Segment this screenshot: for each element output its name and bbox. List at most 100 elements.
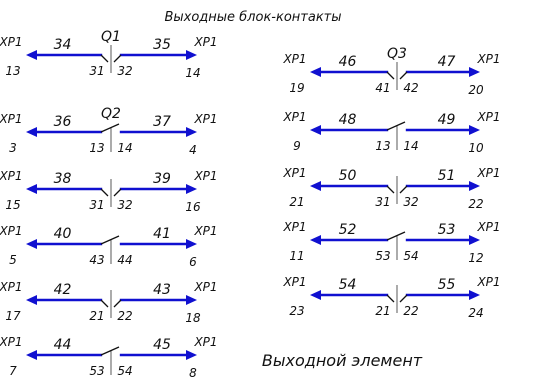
- left-arrow: [26, 239, 37, 249]
- terminal-label-left: XP1: [0, 169, 23, 183]
- contact-symbol: [100, 123, 120, 133]
- pin-number-left: 23: [289, 304, 304, 318]
- contact-terminal-right: 14: [117, 141, 132, 155]
- contact-terminal-left: 53: [89, 364, 104, 378]
- left-arrow: [26, 295, 37, 305]
- terminal-label-right: XP1: [476, 110, 500, 124]
- contact-symbol: [100, 235, 120, 245]
- contact-terminal-left: 41: [375, 81, 390, 95]
- terminal-label-right: XP1: [193, 280, 217, 294]
- pin-number-left: 7: [9, 364, 17, 378]
- left-arrow: [310, 235, 321, 245]
- contact-terminal-right: 22: [403, 304, 418, 318]
- pin-number-right: 10: [468, 141, 484, 155]
- contact-terminal-right: 32: [117, 64, 132, 78]
- contact-terminal-right: 42: [403, 81, 418, 95]
- contact-symbol: [100, 188, 122, 197]
- terminal-label-right: XP1: [193, 35, 217, 49]
- pin-number-right: 6: [189, 255, 197, 269]
- right-arrow: [186, 295, 197, 305]
- contact-terminal-left: 21: [89, 309, 104, 323]
- wire-number-right: 53: [438, 222, 456, 238]
- right-arrow: [186, 239, 197, 249]
- pin-number-right: 24: [468, 306, 483, 320]
- terminal-label-left: XP1: [0, 335, 23, 349]
- wire-number-right: 51: [438, 168, 456, 184]
- contact-symbol: [386, 294, 408, 303]
- contact-terminal-right: 32: [117, 198, 132, 212]
- pin-number-left: 11: [289, 249, 304, 263]
- terminal-label-left: XP1: [282, 166, 306, 180]
- right-arrow: [469, 290, 480, 300]
- contact-terminal-left: 13: [375, 139, 390, 153]
- wire-number-right: 55: [438, 277, 456, 293]
- left-arrow: [26, 184, 37, 194]
- pin-number-right: 20: [468, 83, 484, 97]
- pin-number-left: 17: [5, 309, 21, 323]
- pin-number-left: 15: [5, 198, 20, 212]
- terminal-label-right: XP1: [476, 275, 500, 289]
- wire-number-right: 35: [153, 37, 171, 53]
- contact-symbol: [386, 71, 408, 80]
- right-arrow: [186, 184, 197, 194]
- header-title: Выходные блок-контакты: [164, 10, 341, 25]
- pin-number-right: 22: [468, 197, 483, 211]
- wire-number-left: 44: [54, 337, 72, 353]
- contact-terminal-right: 54: [403, 249, 418, 263]
- pin-number-left: 5: [9, 253, 17, 267]
- terminal-label-left: XP1: [0, 112, 23, 126]
- contact-symbol: [386, 121, 406, 131]
- contact-terminal-left: 31: [89, 198, 104, 212]
- right-arrow: [469, 181, 480, 191]
- wire-number-right: 37: [153, 114, 171, 130]
- footer-title: Выходной элемент: [262, 351, 423, 370]
- pin-number-left: 13: [5, 64, 20, 78]
- contact-symbol: [386, 231, 406, 241]
- terminal-label-left: XP1: [0, 224, 23, 238]
- contact-terminal-left: 31: [375, 195, 390, 209]
- terminal-label-right: XP1: [476, 52, 500, 66]
- terminal-label-right: XP1: [193, 112, 217, 126]
- pin-number-right: 4: [189, 143, 197, 157]
- terminal-label-left: XP1: [282, 52, 306, 66]
- wire-number-left: 46: [339, 54, 357, 70]
- pin-number-right: 16: [185, 200, 201, 214]
- left-arrow: [310, 181, 321, 191]
- contact-symbol: [100, 346, 120, 356]
- terminal-label-right: XP1: [193, 224, 217, 238]
- terminal-label-right: XP1: [476, 220, 500, 234]
- pin-number-left: 3: [9, 141, 17, 155]
- terminal-label-left: XP1: [0, 280, 23, 294]
- contact-terminal-right: 14: [403, 139, 418, 153]
- right-arrow: [469, 235, 480, 245]
- contact-symbol: [386, 185, 408, 194]
- left-arrow: [26, 350, 37, 360]
- device-label: Q2: [101, 106, 121, 122]
- terminal-label-right: XP1: [193, 169, 217, 183]
- device-label: Q1: [101, 29, 121, 45]
- device-label: Q3: [387, 46, 407, 62]
- wire-number-left: 54: [339, 277, 357, 293]
- terminal-label-right: XP1: [476, 166, 500, 180]
- wire-number-left: 50: [339, 168, 357, 184]
- wire-number-right: 43: [153, 282, 171, 298]
- terminal-label-left: XP1: [282, 110, 306, 124]
- pin-number-right: 18: [185, 311, 201, 325]
- left-arrow: [310, 290, 321, 300]
- terminal-label-left: XP1: [282, 220, 306, 234]
- left-arrow: [26, 127, 37, 137]
- contact-symbol: [100, 54, 122, 63]
- right-arrow: [186, 350, 197, 360]
- terminal-label-left: XP1: [282, 275, 306, 289]
- right-arrow: [186, 127, 197, 137]
